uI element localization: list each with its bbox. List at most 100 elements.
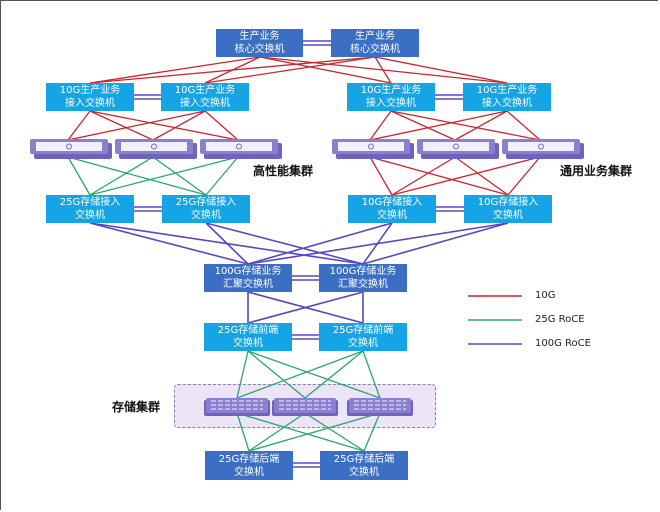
- access-10g-switch-r1[interactable]: 10G生产业务 接入交换机: [347, 83, 435, 111]
- switch-label-line2: 交换机: [233, 338, 263, 349]
- switch-label-line2: 汇聚交换机: [338, 279, 388, 290]
- storage-access-10g-switch-r2[interactable]: 10G存储接入 交换机: [464, 195, 552, 223]
- switch-label-line2: 交换机: [493, 210, 523, 221]
- link-10g: [89, 110, 239, 141]
- link-10g: [391, 156, 541, 196]
- switch-label-line1: 25G存储接入: [59, 197, 121, 208]
- link-25g-roce: [304, 350, 364, 399]
- switch-label-line1: 25G存储后端: [218, 453, 280, 465]
- switch-label-line1: 25G存储前端: [217, 325, 279, 336]
- link-100g-roce: [89, 222, 249, 265]
- link-25g-roce: [363, 412, 381, 452]
- switch-label-line2: 核心交换机: [350, 44, 400, 55]
- link-10g: [390, 110, 541, 141]
- storage-server-icon[interactable]: [272, 398, 338, 416]
- link-25g-roce: [304, 412, 365, 452]
- access-10g-switch-l2[interactable]: 10G生产业务 接入交换机: [161, 83, 249, 111]
- switch-label-line2: 交换机: [75, 210, 105, 221]
- link-10g: [454, 156, 509, 196]
- hpc-cluster-label: 高性能集群: [253, 164, 314, 178]
- general-cluster-label: 通用业务集群: [560, 164, 633, 178]
- link-10g: [369, 156, 509, 196]
- link-25g-roce: [248, 412, 381, 452]
- storage-backend-25g-switch-right[interactable]: 25G存储后端 交换机: [320, 451, 408, 480]
- switch-label-line1: 10G生产业务: [59, 85, 121, 96]
- switch-label-line2: 核心交换机: [234, 44, 285, 55]
- access-10g-switch-l1[interactable]: 10G生产业务 接入交换机: [46, 83, 134, 111]
- link-10g: [374, 56, 392, 84]
- link-100g-roce: [362, 222, 509, 265]
- switch-label-line2: 交换机: [191, 210, 221, 221]
- switch-label-line1: 生产业务: [239, 31, 280, 42]
- switch-label-line2: 接入交换机: [482, 98, 532, 109]
- link-10g: [374, 56, 508, 84]
- link-25g-roce: [89, 156, 239, 196]
- link-100g-roce: [205, 222, 249, 265]
- link-25g-roce: [67, 156, 207, 196]
- link-10g: [89, 56, 376, 84]
- server-icon[interactable]: [502, 139, 584, 159]
- link-25g-roce: [236, 350, 364, 399]
- storage-backend-25g-switch-left[interactable]: 25G存储后端 交换机: [205, 451, 293, 480]
- storage-server-icon[interactable]: [347, 398, 413, 416]
- link-10g: [204, 56, 376, 84]
- link-10g: [89, 110, 154, 141]
- link-10g: [369, 110, 508, 141]
- legend-label-10g: 10G: [535, 290, 556, 301]
- link-10g: [89, 56, 261, 84]
- storage-access-25g-switch-l2[interactable]: 25G存储接入 交换机: [162, 195, 250, 223]
- switch-label-line2: 交换机: [377, 210, 407, 221]
- core-switch-right[interactable]: 生产业务 核心交换机: [331, 29, 419, 57]
- link-10g: [391, 156, 456, 196]
- switch-label-line1: 10G生产业务: [360, 85, 422, 96]
- switch-label-line2: 交换机: [348, 338, 378, 349]
- storage-cluster-label: 存储集群: [112, 400, 161, 414]
- switch-label-line1: 10G存储接入: [361, 197, 423, 208]
- link-25g-roce: [247, 350, 306, 399]
- link-10g: [454, 110, 508, 141]
- link-10g: [369, 156, 393, 196]
- switch-label-line1: 10G生产业务: [174, 85, 236, 96]
- switch-label-line1: 10G存储接入: [477, 197, 539, 208]
- switch-label-line1: 100G存储业务: [329, 266, 397, 277]
- access-10g-switch-r2[interactable]: 10G生产业务 接入交换机: [463, 83, 551, 111]
- switch-label-line1: 10G生产业务: [476, 85, 538, 96]
- switch-label-line2: 交换机: [349, 466, 379, 478]
- switch-label-line2: 接入交换机: [65, 98, 115, 109]
- switch-label-line2: 交换机: [234, 466, 264, 478]
- server-icon[interactable]: [30, 139, 112, 159]
- storage-access-25g-switch-l1[interactable]: 25G存储接入 交换机: [46, 195, 134, 223]
- storage-frontend-25g-switch-left[interactable]: 25G存储前端 交换机: [204, 323, 292, 351]
- link-25g-roce: [67, 156, 91, 196]
- server-icon[interactable]: [200, 139, 282, 159]
- storage-frontend-25g-switch-right[interactable]: 25G存储前端 交换机: [319, 323, 407, 351]
- link-10g: [259, 56, 392, 84]
- link-100g-roce: [247, 222, 509, 265]
- storage-access-10g-switch-r1[interactable]: 10G存储接入 交换机: [348, 195, 436, 223]
- switch-label-line1: 25G存储接入: [175, 197, 237, 208]
- link-25g-roce: [362, 350, 381, 399]
- link-100g-roce: [247, 291, 364, 324]
- switch-label-line1: 生产业务: [355, 31, 395, 42]
- link-25g-roce: [152, 156, 207, 196]
- switch-label-line2: 接入交换机: [180, 98, 230, 109]
- storage-server-icon[interactable]: [204, 398, 270, 416]
- core-switch-left[interactable]: 生产业务 核心交换机: [216, 29, 303, 57]
- link-10g: [152, 110, 206, 141]
- link-25g-roce: [89, 156, 154, 196]
- aggregation-100g-switch-left[interactable]: 100G存储业务 汇聚交换机: [204, 264, 292, 292]
- server-icon[interactable]: [332, 139, 414, 159]
- switch-label-line1: 25G存储后端: [333, 453, 395, 465]
- server-icon[interactable]: [115, 139, 197, 159]
- switch-label-line2: 接入交换机: [366, 98, 416, 109]
- link-25g-roce: [236, 412, 250, 452]
- switch-label-line1: 25G存储前端: [332, 325, 394, 336]
- link-25g-roce: [236, 350, 249, 399]
- aggregation-100g-switch-right[interactable]: 100G存储业务 汇聚交换机: [319, 264, 407, 292]
- link-25g-roce: [247, 350, 381, 399]
- server-icon[interactable]: [417, 139, 499, 159]
- legend-label-25g-roce: 25G RoCE: [535, 314, 585, 325]
- link-100g-roce: [205, 222, 364, 265]
